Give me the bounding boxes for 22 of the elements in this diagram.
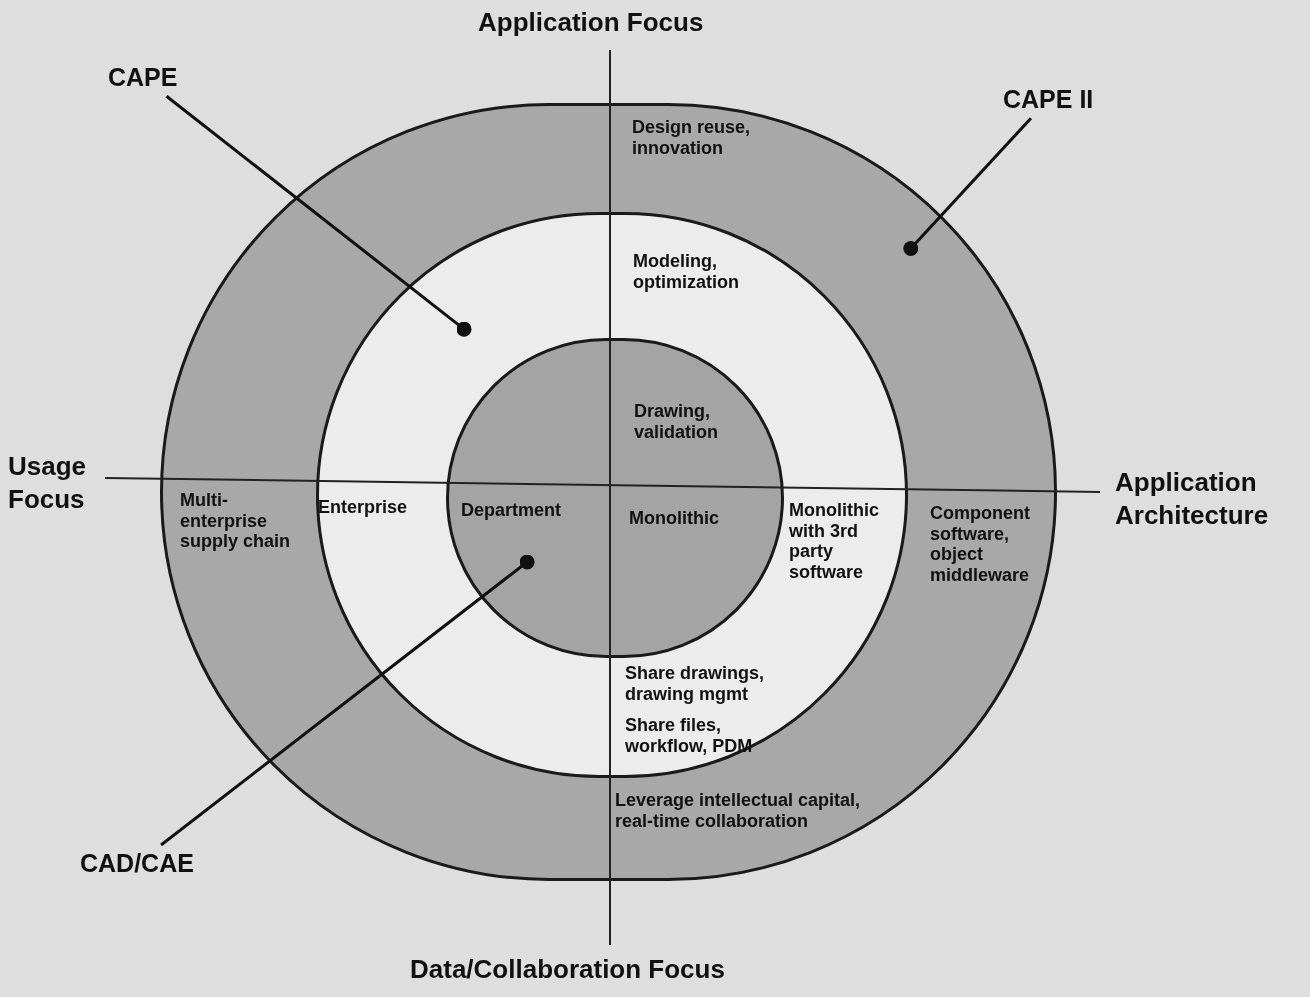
- callout-label: CAD/CAE: [80, 848, 194, 880]
- ring-text: Enterprise: [318, 497, 409, 518]
- ring-text: Share drawings, drawing mgmt: [625, 663, 766, 705]
- axis-label: Data/Collaboration Focus: [410, 953, 726, 986]
- ring-text: Monolithic: [629, 508, 720, 529]
- leader-line: [165, 95, 472, 337]
- ring-text: Share files, workflow, PDM: [625, 715, 754, 757]
- leader-line: [160, 554, 535, 847]
- axis-label: Usage Focus: [8, 450, 88, 515]
- leader-line: [903, 117, 1033, 256]
- callout-label: CAPE: [108, 62, 178, 94]
- ring-text: Modeling, optimization: [633, 251, 740, 293]
- ring-text: Monolithic with 3rd party software: [789, 500, 880, 583]
- ring-text: Design reuse, innovation: [632, 117, 752, 159]
- ring-text: Leverage intellectual capital, real-time collaboration: [615, 790, 862, 832]
- callout-label: CAPE II: [1003, 84, 1094, 116]
- axis-label: Application Architecture: [1115, 466, 1270, 531]
- axis-label: Application Focus: [478, 6, 705, 39]
- ring-text: Department: [461, 500, 563, 521]
- ring-text: Multi-enterprise supply chain: [180, 490, 292, 553]
- ring-text: Drawing, validation: [634, 401, 719, 443]
- ring-text: Component software, object middleware: [930, 503, 1031, 586]
